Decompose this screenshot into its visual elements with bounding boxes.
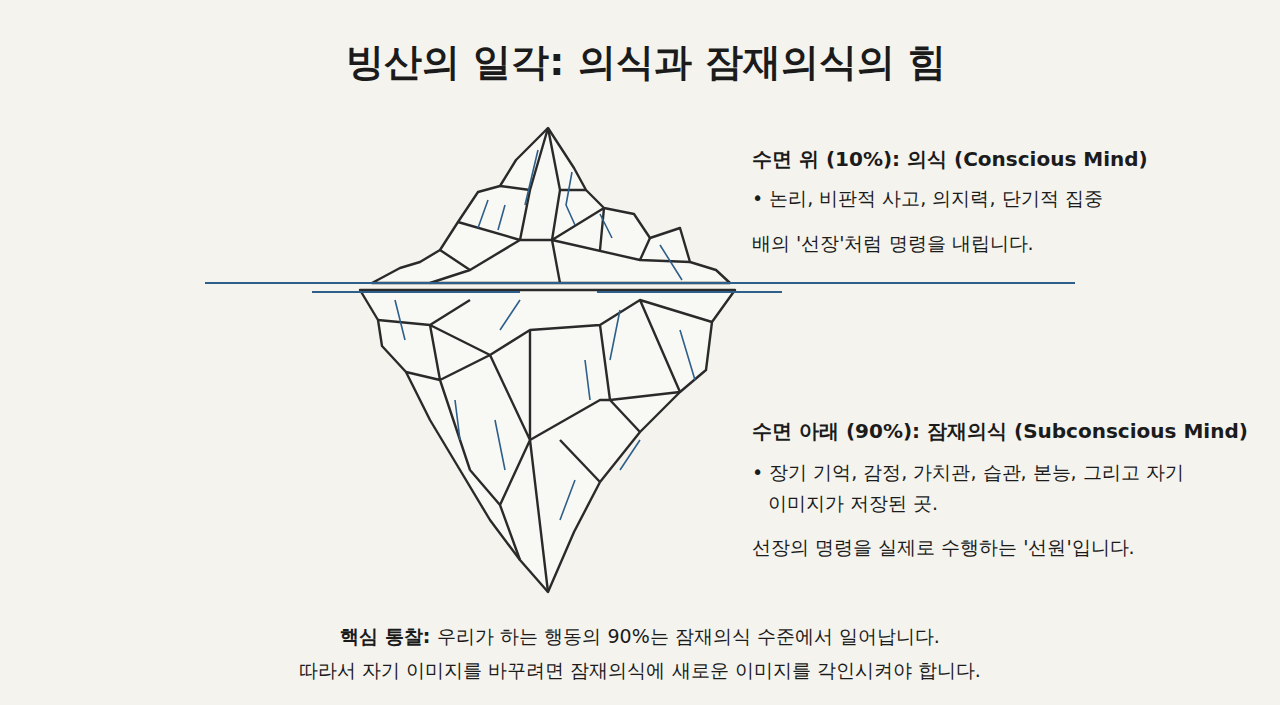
insight-text: 따라서 자기 이미지를 바꾸려면 잠재의식에 새로운 이미지를 각인시켜야 합니… — [299, 658, 980, 683]
text-row: 따라서 자기 이미지를 바꾸려면 잠재의식에 새로운 이미지를 각인시켜야 합니… — [0, 658, 1280, 683]
body-text: 배의 '선장'처럼 명령을 내립니다. — [752, 231, 1034, 256]
iceberg-outline — [360, 128, 735, 592]
title: 빙산의 일각: 의식과 잠재의식의 힘 — [6, 38, 1280, 87]
body-text: 선장의 명령을 실제로 수행하는 '선원'입니다. — [752, 535, 1135, 560]
water-line — [205, 283, 1075, 292]
insight-heading: 핵심 통찰: — [340, 624, 430, 649]
section-heading: 수면 아래 (90%): 잠재의식 (Subconscious Mind) — [752, 418, 1248, 444]
bullet-text: • 논리, 비판적 사고, 의지력, 단기적 집중 — [752, 186, 1103, 211]
section-heading: 수면 위 (10%): 의식 (Conscious Mind) — [752, 146, 1148, 172]
iceberg-accent-lines — [395, 150, 695, 520]
text-row: 핵심 통찰: 우리가 하는 행동의 90%는 잠재의식 수준에서 일어납니다. — [0, 624, 1280, 649]
insight-text: 우리가 하는 행동의 90%는 잠재의식 수준에서 일어납니다. — [437, 624, 940, 649]
bullet-text: • 장기 기억, 감정, 가치관, 습관, 본능, 그리고 자기 이미지가 저장… — [752, 457, 1188, 520]
